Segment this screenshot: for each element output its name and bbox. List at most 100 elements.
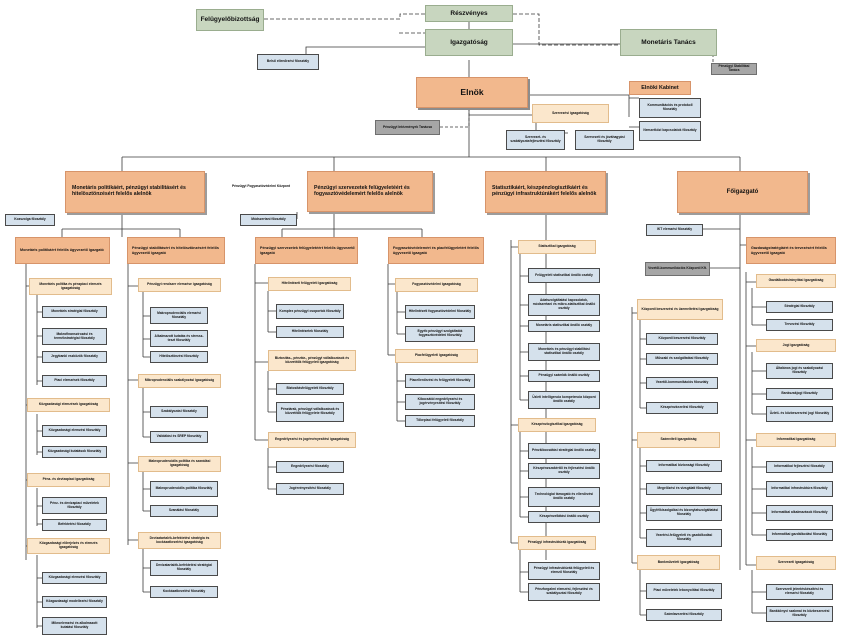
c6a-u-1-3: Vezetői-kommunikációs főosztály <box>646 377 718 389</box>
c5-u-2-2: Készpénzszakértői és fejlesztési önálló … <box>528 463 600 479</box>
c2-dir-2: Mikroprudenciális szabályozási igazgatós… <box>138 374 221 388</box>
felugyelobizottsag-box: Felügyelőbizottság <box>196 9 264 31</box>
c6a-u-1-2: Műszaki és szolgáltatási főosztály <box>646 353 718 365</box>
c6a-u-2-4: Vezetési-felügyeleti és gazdálkodási főo… <box>646 529 722 547</box>
penzugyi-intezmenyek-tanacs-box: Pénzügyi Intézmények Tanácsa <box>375 120 440 135</box>
c6a-dir-1: Központi beszerzési és üzemeltetési igaz… <box>637 299 723 320</box>
c5-dir-3: Pénzügyi infrastruktúrák igazgatóság <box>518 536 596 550</box>
c2-dir-3: Makroprudenciális politika és szanálási … <box>138 456 221 472</box>
ugyvez-penzugyi-stabilitas-box: Pénzügyi stabilitásért és hitelösztönzés… <box>127 237 225 264</box>
c6a-u-2-2: Megelőzési és vizsgálati főosztály <box>646 483 722 495</box>
c6a-u-2-1: Informatikai biztonsági főosztály <box>646 460 722 472</box>
c2-u-1-3: Hitelösztönzési főosztály <box>150 351 208 363</box>
c6a-dir-3: Bankműveleti igazgatóság <box>637 555 720 570</box>
c6a-u-3-2: Számlavezetési főosztály <box>646 609 722 621</box>
c1-dir-4: Közgazdasági előrejelzés és elemzés igaz… <box>27 538 110 554</box>
ugyvez-monetaris-box: Monetáris politikáért felelős ügyvezető … <box>15 237 110 264</box>
belso-ellenorzesi-box: Belső ellenőrzési főosztály <box>257 54 319 70</box>
c4-u-2-2: Kibocsátói engedélyezési és jogérvényesí… <box>405 394 475 410</box>
ugyvez-fogyasztovedelem-box: Fogyasztóvédelemért és piacfelügyeletért… <box>388 237 484 264</box>
foigazgato-box: Főigazgató <box>677 171 808 213</box>
c5-u-1-5: Pénzügyi számlák önálló osztály <box>528 370 600 382</box>
c3-dir-3: Engedélyezési és jogérvényesítési igazga… <box>268 432 356 448</box>
c2-u-4-2: Kockázatkezelési főosztály <box>150 586 218 598</box>
c1-u-1-4: Piaci elemzések főosztály <box>42 375 107 387</box>
c6a-dir-2: Számviteli igazgatóság <box>637 432 720 448</box>
alelnok-penzugyi-szervezetek-box: Pénzügyi szervezetek felügyeletéért és f… <box>307 171 433 212</box>
alelnok-monetaris-box: Monetáris politikáért, pénzügyi stabilit… <box>65 171 205 213</box>
c4-dir-1: Fogyasztóvédelmi igazgatóság <box>395 278 478 292</box>
c5-u-1-3: Monetáris statisztikai önálló osztály <box>528 320 600 332</box>
c6b-dir-3: Informatikai igazgatóság <box>756 433 836 447</box>
ikt-box: IKT elemzési főosztály <box>646 224 703 236</box>
ugyvez-penzugyi-szervezetek-box: Pénzügyi szervezetek felügyeletéért fele… <box>255 237 358 264</box>
igazgatosag-box: Igazgatóság <box>425 29 513 56</box>
sub-connectors <box>36 254 766 628</box>
elnok-box: Elnök <box>416 77 528 108</box>
c2-u-2-1: Szabályozási főosztály <box>150 406 208 418</box>
c6b-u-1-1: Stratégiai főosztály <box>766 301 833 313</box>
c5-u-3-1: Pénzügyi infrastruktúrák felügyeleti és … <box>528 562 600 580</box>
c5-u-2-3: Technológiai támogató és ellenőrzési öná… <box>528 487 600 507</box>
c6b-u-1-2: Tervezési főosztály <box>766 319 833 331</box>
c2-dir-4: Devizatartalék-befektetési stratégia és … <box>138 532 221 549</box>
c5-u-1-2: Adatszolgáltatási kapcsolatok, módszerta… <box>528 294 600 316</box>
c6b-u-2-1: Általános jogi és szabályozási főosztály <box>766 363 833 379</box>
c3-u-1-1: Komplex pénzügyi csoportok főosztály <box>276 304 344 319</box>
c2-u-1-1: Makroprudenciális elemzési főosztály <box>150 307 208 324</box>
c6b-u-3-3: Informatikai alkalmazások főosztály <box>766 505 833 521</box>
c6b-u-3-1: Informatikai fejlesztési főosztály <box>766 461 833 473</box>
c4-u-1-2: Egyéb pénzügyi szolgáltatók fogyasztóvéd… <box>405 326 475 342</box>
monetaris-tanacs-box: Monetáris Tanács <box>620 29 717 56</box>
c2-u-3-1: Makroprudenciális politika főosztály <box>150 481 218 497</box>
c1-u-3-2: Befektetési főosztály <box>42 519 107 531</box>
alelnok-statisztika-box: Statisztikáért, készpénzlogisztikáért és… <box>485 171 606 213</box>
c6b-u-4-2: Bankkönyvi szakmai és közbeszerzési főos… <box>766 606 833 622</box>
c1-u-4-2: Közgazdasági modellezési főosztály <box>42 596 107 608</box>
ugyvez-gazdasagstrategia-box: Gazdaságstratégiáért és tervezésért fele… <box>746 237 836 264</box>
c6b-dir-1: Gazdálkodásirányítási igazgatóság <box>756 274 836 288</box>
szervezeti-jovahagyasi-box: Szervezeti és jóváhagyási főosztály <box>575 130 634 150</box>
c1-u-3-1: Pénz- és devizapiaci műveletek főosztály <box>42 497 107 514</box>
c6b-u-4-1: Szervezeti jelentéskészítési és elemzési… <box>766 584 833 600</box>
c5-dir-1: Statisztikai igazgatóság <box>518 240 596 254</box>
c1-dir-2: Közgazdasági elemzések igazgatóság <box>27 398 110 412</box>
szervezet-fejlesztesi-box: Szervezet- és szabályozásfejlesztési főo… <box>506 130 565 150</box>
szervezesi-igazgatosag-box: Szervezési igazgatóság <box>532 104 609 123</box>
fogyaszto-kozpont-box: Pénzügyi Fogyasztóvédelmi Központ <box>228 180 294 194</box>
c5-u-1-4: Monetáris és pénzügyi stabilitási statis… <box>528 343 600 361</box>
c2-u-4-1: Devizatartalék-befektetési stratégiai fő… <box>150 560 218 576</box>
c6b-u-2-2: Bankszakjogi főosztály <box>766 388 833 400</box>
c6b-dir-4: Szervezeti igazgatóság <box>756 556 836 570</box>
kommunikacios-fo-box: Kommunikációs és protokoll főosztály <box>639 98 701 118</box>
c4-u-2-3: Tőkepiaci felügyeleti főosztály <box>405 415 475 427</box>
penzugyi-stabilitasi-tanacs-box: Pénzügyi Stabilitási Tanács <box>711 63 757 75</box>
c5-u-1-1: Felügyeleti statisztikai önálló osztály <box>528 268 600 283</box>
c3-u-1-2: Hitelintézetek főosztály <box>276 326 344 338</box>
c1-u-2-2: Közgazdasági kutatások főosztály <box>42 446 107 458</box>
c2-u-2-2: Validálási és SREP főosztály <box>150 431 208 443</box>
c4-u-2-1: Piacellenőrzési és felügyeleti főosztály <box>405 374 475 388</box>
c6b-dir-2: Jogi igazgatóság <box>756 339 836 352</box>
kozszolga-box: Kozszolga főosztály <box>5 214 55 226</box>
c1-dir-3: Pénz- és devizapiaci igazgatóság <box>27 473 110 487</box>
c1-u-4-1: Közgazdasági elemzési főosztály <box>42 572 107 584</box>
c2-u-3-2: Szanálási főosztály <box>150 505 218 517</box>
c5-u-3-2: Pénzforgalmi elemzési, fejlesztési és sz… <box>528 583 600 601</box>
c6b-u-3-2: Informatikai infrastruktúra főosztály <box>766 481 833 497</box>
c3-dir-2: Biztosítás-, pénztár-, pénzügyi vállalko… <box>268 350 356 371</box>
modszertani-box: Módszertani főosztály <box>240 214 297 226</box>
c6a-u-3-1: Piaci műveletek lebonyolítási főosztály <box>646 583 722 599</box>
c1-u-4-3: Mikroelemzési és alkalmazott kutatási fő… <box>42 617 107 635</box>
c4-u-1-1: Hitelintézeti fogyasztóvédelmi főosztály <box>405 305 475 319</box>
c6a-u-1-4: Készpénzkezelési főosztály <box>646 402 718 414</box>
c5-dir-2: Készpénzlogisztikai igazgatóság <box>518 418 596 432</box>
c3-u-2-2: Pénztárak, pénzügyi vállalkozások és köz… <box>276 402 344 422</box>
c1-u-2-1: Közgazdasági elemzési főosztály <box>42 425 107 437</box>
vezetoi-kozpont-box: Vezetői-kommunikációs Központi Kft. <box>645 262 710 276</box>
c3-u-3-2: Jogérvényesítési főosztály <box>276 483 344 495</box>
c5-u-2-1: Pénzkibocsátási stratégiai önálló osztál… <box>528 443 600 459</box>
c6a-u-1-1: Központi beszerzési főosztály <box>646 333 718 345</box>
c6a-u-2-3: Ügyfélkiszolgálási és bizonylatszolgálta… <box>646 505 722 521</box>
c6b-u-3-4: Informatikai gazdálkodási főosztály <box>766 529 833 541</box>
